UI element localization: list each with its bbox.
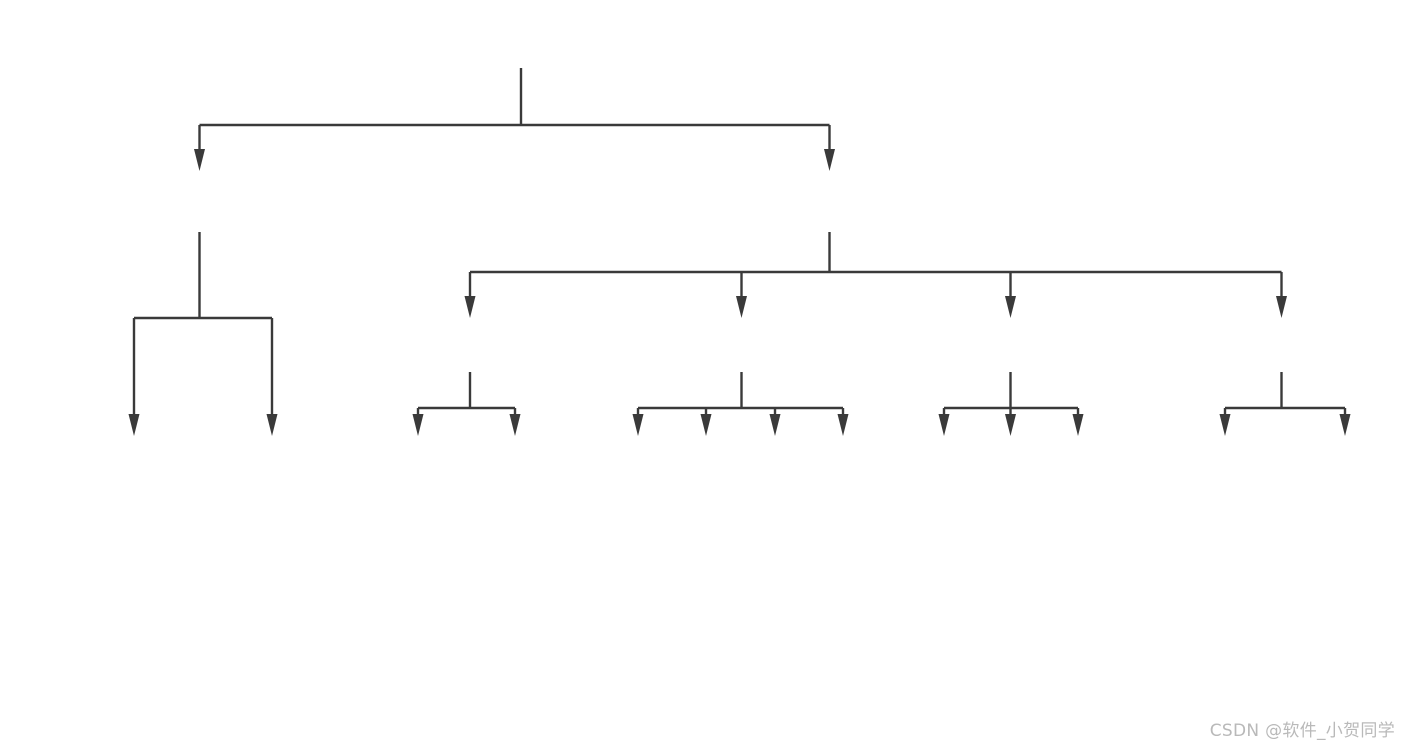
arrow-icon-leaf-return-book — [1005, 414, 1016, 436]
arrow-icon-book-borrow — [736, 296, 747, 318]
arrow-icon-leaf-logout-login — [266, 414, 278, 436]
arrow-icon-current-borrow — [1005, 296, 1016, 318]
watermark-text: CSDN @软件_小贺同学 — [1209, 721, 1395, 741]
arrow-icon-leaf-add-borrow-record — [1219, 414, 1231, 436]
arrow-icon-leaf-user-login — [128, 414, 140, 436]
arrow-icon-leaf-query-book-borrow — [632, 414, 644, 436]
arrow-icon-leaf-query-borrow-record — [1339, 414, 1351, 436]
arrow-icon-leaf-borrow-book-rec — [509, 414, 521, 436]
arrow-icon-book-manage — [824, 149, 835, 171]
arrow-icon-leaf-add-book-admin — [700, 414, 712, 436]
arrow-icon-leaf-borrow-book — [837, 414, 849, 436]
arrow-icon-new-book-recommend — [464, 296, 476, 318]
arrow-icon-leaf-query-book-cur — [938, 414, 950, 436]
arrow-icon-leaf-query-book-rec — [412, 414, 424, 436]
arrow-icon-leaf-confirm-return-admin — [1072, 414, 1084, 436]
arrow-icon-leaf-edit-book-admin — [769, 414, 781, 436]
connector-layer — [128, 68, 1351, 436]
arrow-icon-borrow-record — [1276, 296, 1287, 318]
arrow-icon-user-login — [194, 149, 205, 171]
